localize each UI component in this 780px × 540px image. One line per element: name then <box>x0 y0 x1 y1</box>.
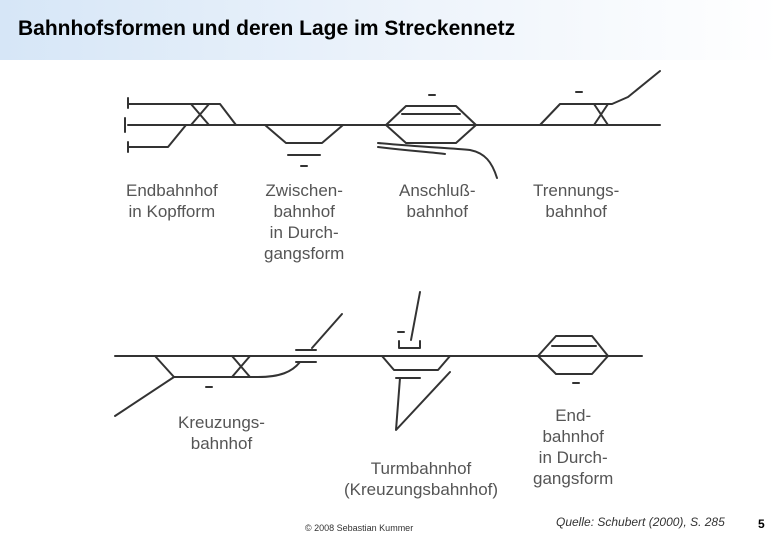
label-anschlussbahnhof: Anschluß- bahnhof <box>399 181 476 221</box>
copyright-notice: © 2008 Sebastian Kummer <box>305 523 414 533</box>
label-trennungsbahnhof: Trennungs- bahnhof <box>533 181 620 221</box>
kreuzungsbahnhof-bridge <box>295 349 317 363</box>
endbahnhof-kopf-track-bottom <box>127 124 187 148</box>
zwischenbahnhof-loop <box>264 124 344 144</box>
page-number: 5 <box>758 517 765 531</box>
anschlussbahnhof-branch-inner <box>377 146 446 155</box>
slide-title: Bahnhofsformen und deren Lage im Strecke… <box>18 17 516 40</box>
title-bar: Bahnhofsformen und deren Lage im Strecke… <box>0 0 780 60</box>
source-citation: Quelle: Schubert (2000), S. 285 <box>556 515 725 529</box>
anschlussbahnhof-hexagon <box>385 105 477 144</box>
turmbahnhof-bracket-upper <box>398 340 421 349</box>
label-zwischenbahnhof: Zwischen- bahnhof in Durch- gangsform <box>264 181 345 263</box>
label-turmbahnhof: Turmbahnhof (Kreuzungsbahnhof) <box>344 459 499 499</box>
endbahnhof-kopf-crossover <box>190 103 210 126</box>
trennungsbahnhof-loop <box>539 70 661 126</box>
turmbahnhof-vertical-line <box>410 291 421 341</box>
turmbahnhof-triangle <box>395 371 451 431</box>
endbahnhof-durchgang-hexagon <box>537 335 609 375</box>
trennungsbahnhof-crossover <box>593 103 609 126</box>
label-endbahnhof-kopfform: Endbahnhof in Kopfform <box>126 181 218 221</box>
anschlussbahnhof-branch <box>377 142 498 179</box>
kreuzungsbahnhof-diagonal <box>114 376 175 417</box>
kreuzungsbahnhof-crossover <box>231 355 251 378</box>
endbahnhof-kopf-track-top <box>127 103 237 126</box>
kreuzungsbahnhof-branch <box>311 313 343 349</box>
label-endbahnhof-durchgangsform: End- bahnhof in Durch- gangsform <box>533 406 614 488</box>
turmbahnhof-loop <box>381 355 451 371</box>
kreuzungsbahnhof-loop <box>154 355 301 378</box>
label-kreuzungsbahnhof: Kreuzungs- bahnhof <box>178 413 265 453</box>
